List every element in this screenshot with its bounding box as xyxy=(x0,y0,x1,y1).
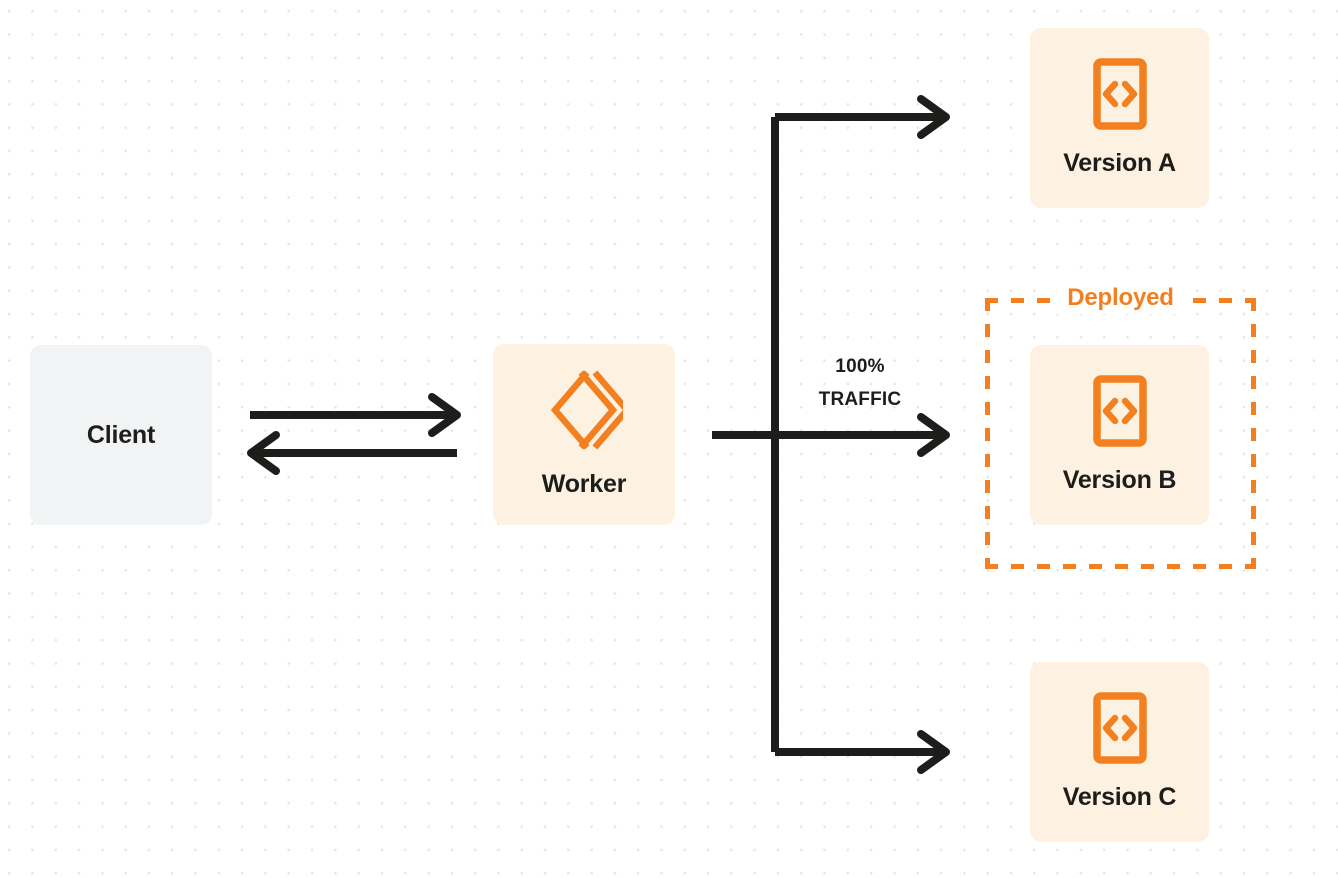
code-file-icon xyxy=(1092,692,1147,764)
code-file-icon xyxy=(1092,58,1147,130)
worker-label: Worker xyxy=(541,470,627,498)
dashed-border-left xyxy=(985,298,990,569)
arrow-worker-to-version-c xyxy=(775,730,950,774)
client-label: Client xyxy=(86,420,156,449)
traffic-label: 100% TRAFFIC xyxy=(790,350,930,416)
node-version-b[interactable]: Version B xyxy=(1030,345,1209,525)
version-c-label: Version C xyxy=(1062,783,1177,811)
arrow-client-to-worker xyxy=(250,393,461,437)
version-b-label: Version B xyxy=(1062,466,1177,494)
node-client[interactable]: Client xyxy=(30,345,212,525)
dashed-border-right xyxy=(1251,298,1256,569)
code-file-icon xyxy=(1092,375,1147,447)
traffic-percent: 100% xyxy=(835,356,885,377)
cloudflare-workers-logo-icon xyxy=(545,370,623,450)
node-version-a[interactable]: Version A xyxy=(1030,28,1209,208)
dashed-border-bottom xyxy=(985,564,1256,569)
traffic-unit: TRAFFIC xyxy=(818,389,902,410)
arrow-worker-to-version-a xyxy=(775,95,950,139)
deployed-group-frame: Deployed xyxy=(985,282,1256,569)
node-worker[interactable]: Worker xyxy=(493,344,675,525)
arrow-worker-to-client xyxy=(247,431,457,475)
deployed-badge-label: Deployed xyxy=(1056,282,1185,314)
arrow-worker-to-version-b xyxy=(712,413,950,457)
node-version-c[interactable]: Version C xyxy=(1030,662,1209,842)
version-a-label: Version A xyxy=(1063,149,1176,177)
